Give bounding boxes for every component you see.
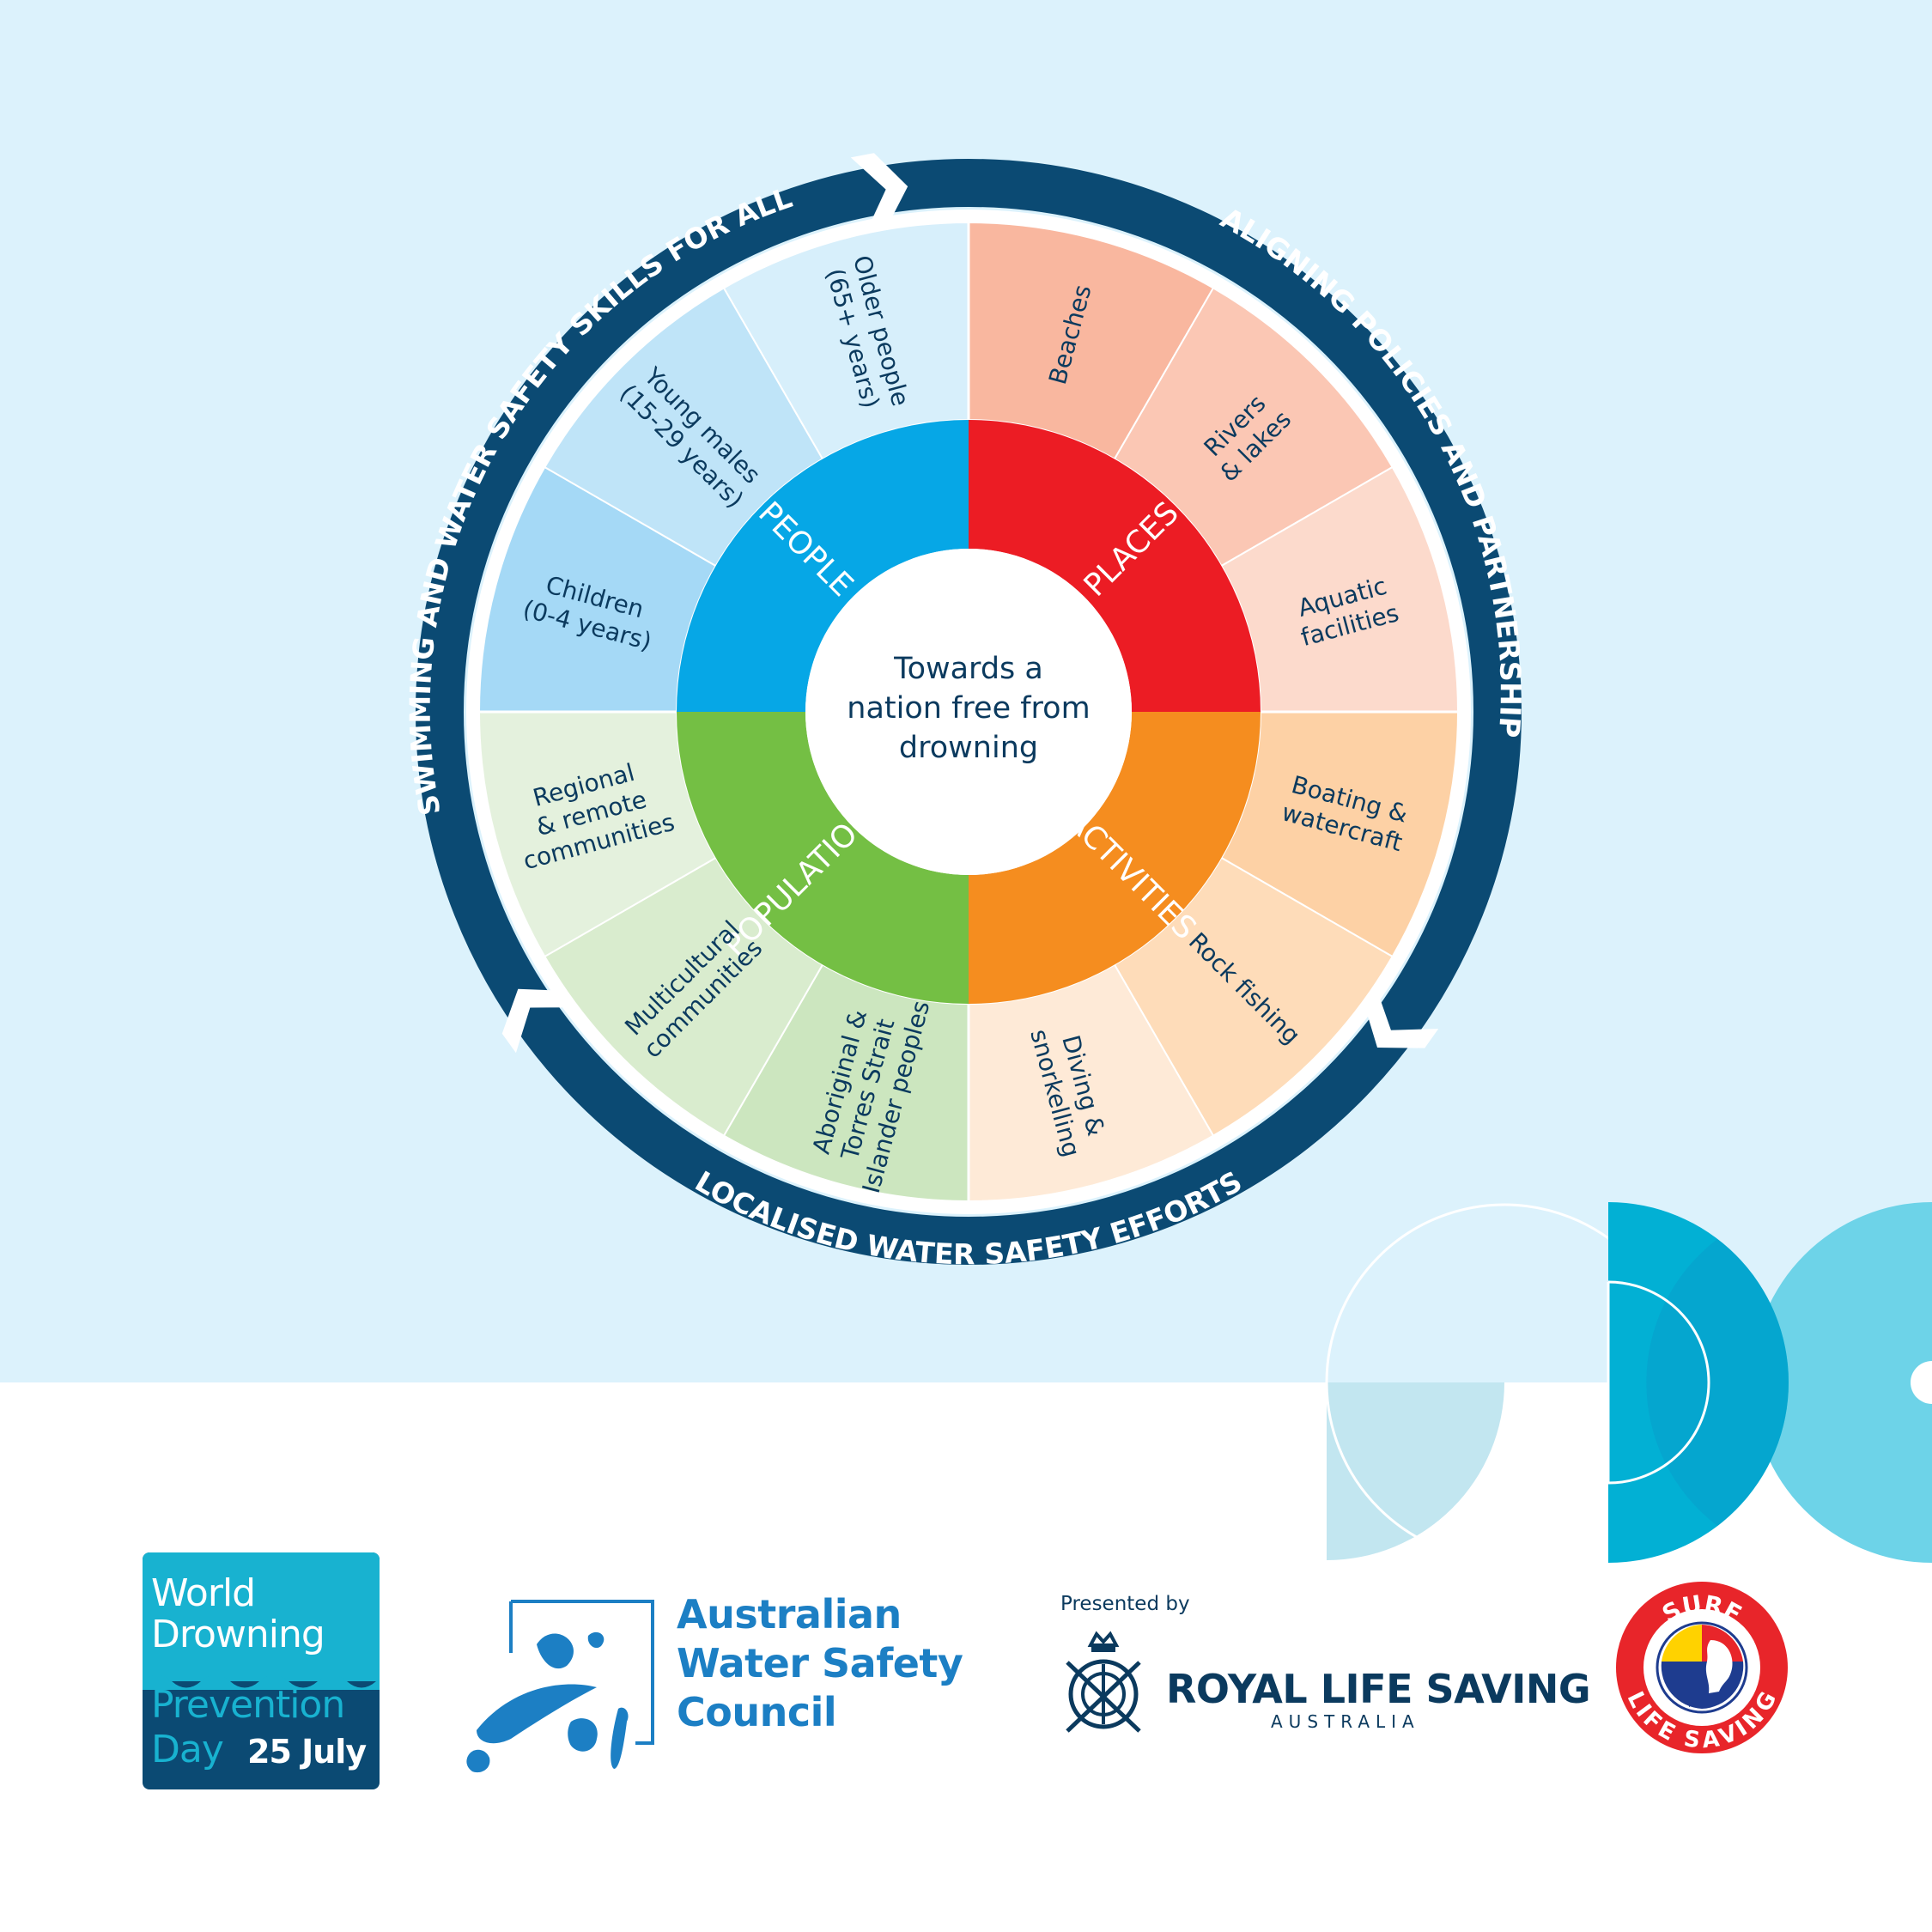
royal-crest-icon	[1066, 1631, 1141, 1733]
surf-tm: TM	[1686, 1701, 1698, 1709]
outer-ring-band	[416, 159, 1522, 1265]
wdpd-line2: Drowning	[151, 1613, 325, 1656]
royal-life-saving-country: AUSTRALIA	[1271, 1711, 1420, 1732]
wdpd-line3: Prevention	[151, 1683, 345, 1727]
center-line-3: drowning	[899, 731, 1038, 765]
outer-segments	[477, 221, 1460, 1203]
decor-overlap	[1646, 1239, 1789, 1526]
surf-life-saving-logo: SURF LIFE SAVING TM	[1616, 1582, 1788, 1753]
ring-chevron-1	[850, 153, 908, 232]
decor-white-dot	[1911, 1361, 1932, 1404]
wdpd-line1: World	[151, 1571, 256, 1615]
decor-light-semicircle	[1752, 1202, 1932, 1563]
quadrant-places	[969, 420, 1261, 712]
awsc-logo-text: Australian Water Safety Council	[677, 1590, 1003, 1737]
ring-chevron-3	[501, 988, 577, 1054]
wdpd-date: 25 July	[247, 1733, 367, 1771]
center-text: Towards a nation free from drowning	[847, 652, 1090, 765]
awsc-splash-icon	[466, 1600, 654, 1773]
awsc-line2: Water Safety	[677, 1640, 963, 1686]
decor-inner-arc	[1607, 1280, 1710, 1485]
wdpd-line4: Day	[151, 1728, 224, 1771]
wave-icon	[143, 1674, 380, 1690]
inner-segments	[677, 420, 1261, 1004]
awsc-line3: Council	[677, 1689, 837, 1735]
quadrant-populations	[677, 712, 969, 1004]
quadrant-activities	[969, 712, 1261, 1004]
quadrant-people	[677, 420, 969, 712]
center-line-1: Towards a	[893, 652, 1043, 686]
center-circle	[805, 549, 1132, 875]
decor-pale-quarter	[1327, 1382, 1504, 1560]
awsc-line1: Australian	[677, 1591, 902, 1637]
wdpd-top-band	[143, 1552, 380, 1681]
presented-by-label: Presented by	[1060, 1593, 1190, 1615]
center-line-2: nation free from	[847, 691, 1090, 726]
royal-life-saving-name: ROYAL LIFE SAVING	[1166, 1666, 1591, 1712]
ring-chevron-2	[1364, 986, 1439, 1048]
world-drowning-prevention-day-logo: World Drowning Prevention Day 25 July	[143, 1552, 380, 1789]
